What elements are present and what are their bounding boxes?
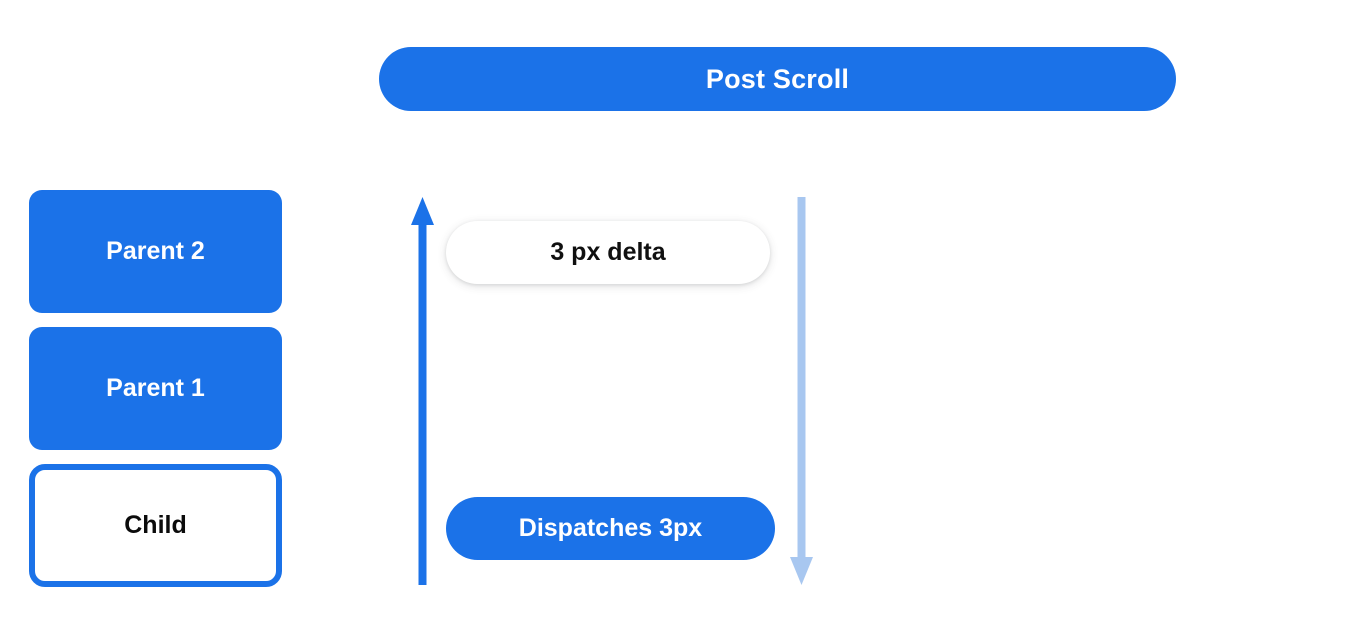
stack-box-parent-1: Parent 1: [29, 327, 282, 450]
delta-pill-label: 3 px delta: [550, 238, 666, 266]
stack-box-parent-2: Parent 2: [29, 190, 282, 313]
arrow-down-icon: [790, 197, 813, 585]
dispatch-pill: Dispatches 3px: [446, 497, 775, 560]
arrow-up-icon: [411, 197, 434, 585]
stack-box-label: Child: [124, 511, 187, 539]
header-pill: Post Scroll: [379, 47, 1176, 111]
page-title: Post Scroll: [705, 63, 850, 94]
stack-box-label: Parent 2: [106, 237, 205, 265]
delta-pill: 3 px delta: [446, 221, 770, 284]
stack-box-child: Child: [29, 464, 282, 587]
stack-box-label: Parent 1: [106, 374, 205, 402]
element-stack: Parent 2 Parent 1 Child: [29, 190, 282, 587]
dispatch-pill-label: Dispatches 3px: [518, 514, 703, 542]
